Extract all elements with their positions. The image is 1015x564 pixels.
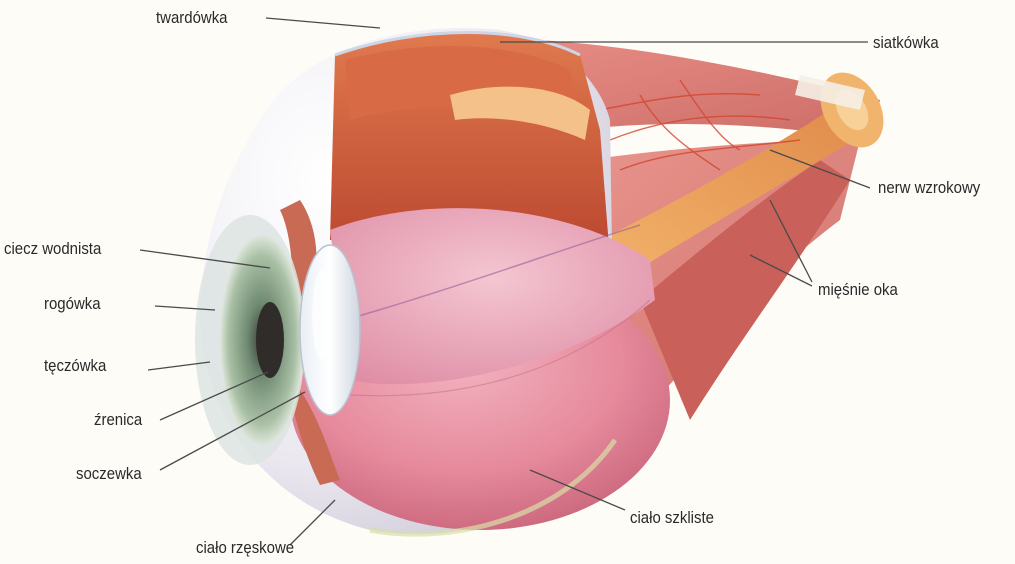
label-nerw-wzrokowy: nerw wzrokowy xyxy=(878,178,980,198)
label-siatkowka: siatkówka xyxy=(873,33,939,53)
label-zrenica: źrenica xyxy=(94,410,142,430)
label-soczewka: soczewka xyxy=(76,464,142,484)
label-cialo-rzeskowe: ciało rzęskowe xyxy=(196,538,294,558)
label-miesnie-oka: mięśnie oka xyxy=(818,280,898,300)
label-rogowka: rogówka xyxy=(44,294,101,314)
label-cialo-szkliste: ciało szkliste xyxy=(630,508,714,528)
label-twardowka: twardówka xyxy=(156,8,228,28)
label-ciecz-wodnista: ciecz wodnista xyxy=(4,239,101,259)
label-teczowka: tęczówka xyxy=(44,356,106,376)
